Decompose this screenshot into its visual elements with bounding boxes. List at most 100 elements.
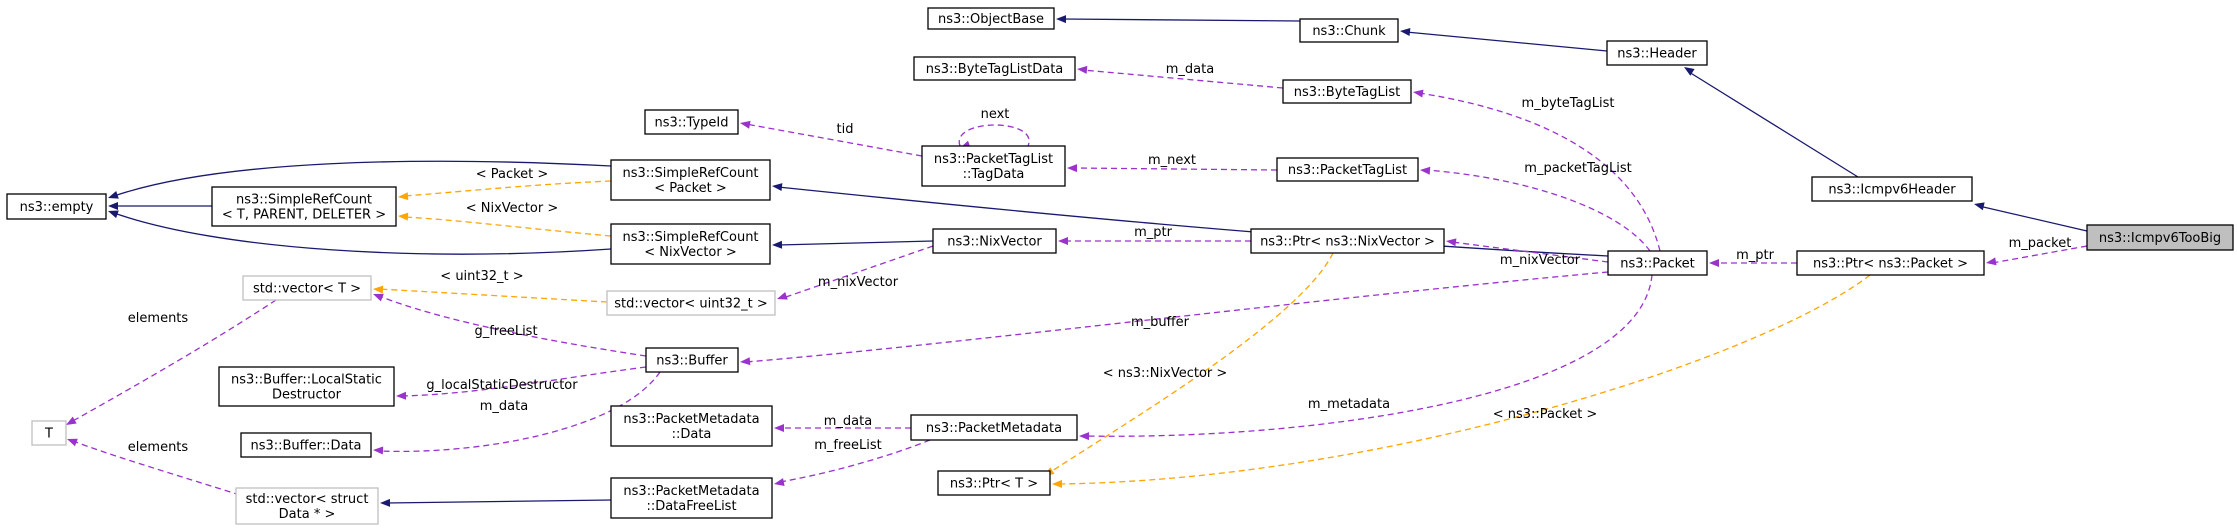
nodes-layer: ns3::ObjectBasens3::Chunkns3::Headerns3:… <box>6 7 2234 525</box>
node-label: ns3::ByteTagListData <box>926 62 1064 77</box>
node-empty[interactable]: ns3::empty <box>6 193 107 220</box>
arrowhead <box>108 210 119 219</box>
node-packet[interactable]: ns3::Packet <box>1607 250 1708 276</box>
node-simple-ref-count-packet[interactable]: ns3::SimpleRefCount< Packet > <box>610 159 771 201</box>
node-packet-metadata-data[interactable]: ns3::PacketMetadata::Data <box>610 405 773 447</box>
edge-label-stdvecstruct-t: elements <box>128 440 189 455</box>
arrowhead <box>1684 67 1695 76</box>
node-buffer-data[interactable]: ns3::Buffer::Data <box>240 432 372 458</box>
edge-stdvecuint-stdvect <box>373 285 608 303</box>
arrowhead <box>1077 65 1088 74</box>
arrowhead <box>1058 237 1068 245</box>
node-object-base[interactable]: ns3::ObjectBase <box>927 7 1055 30</box>
arrowhead <box>66 416 77 425</box>
edge-label-buffer-stdvect: g_freeList <box>474 324 537 339</box>
node-label: ns3::Icmpv6Header <box>1828 183 1956 198</box>
edge-freelist-stdvecstruct <box>380 498 612 507</box>
node-byte-tag-list[interactable]: ns3::ByteTagList <box>1282 79 1412 104</box>
node-label: ns3::Ptr< ns3::NixVector > <box>1260 235 1435 250</box>
node-simple-ref-count-generic[interactable]: ns3::SimpleRefCount< T, PARENT, DELETER … <box>211 186 397 227</box>
arrowhead <box>67 438 78 447</box>
node-label: ns3::SimpleRefCount <box>622 166 758 181</box>
edge-nixvector-stdvecuint <box>777 245 934 300</box>
edge-packet-bytetaglist <box>1413 89 1661 252</box>
edge-bytetaglist-bytetaglistdata <box>1077 65 1284 89</box>
node-label: T <box>44 427 53 442</box>
edge-label-packet-bytetaglist: m_byteTagList <box>1522 96 1615 111</box>
arrowhead <box>1974 202 1985 211</box>
edge-packettaglist-tagdata <box>1067 164 1278 173</box>
edge-icmpv6toobig-ptrpacket <box>1986 245 2088 266</box>
node-ptr-nixvector[interactable]: ns3::Ptr< ns3::NixVector > <box>1250 228 1445 254</box>
arrowhead <box>772 183 783 192</box>
node-nix-vector[interactable]: ns3::NixVector <box>932 228 1057 254</box>
node-icmpv6-too-big[interactable]: ns3::Icmpv6TooBig <box>2086 224 2234 251</box>
node-packet-metadata-data-free-list[interactable]: ns3::PacketMetadata::DataFreeList <box>610 477 773 519</box>
edge-label-tagdata-typeid: tid <box>837 122 854 137</box>
arrowhead <box>380 498 391 507</box>
node-std-vector-uint32[interactable]: std::vector< uint32_t > <box>606 290 776 316</box>
edge-srcnixvector-srcgeneric <box>398 212 612 237</box>
arrowhead <box>398 212 409 221</box>
arrowhead <box>373 446 384 455</box>
node-label: ns3::Chunk <box>1312 24 1386 39</box>
node-label: ns3::SimpleRefCount <box>236 193 372 208</box>
node-packet-tag-list-tagdata[interactable]: ns3::PacketTagList::TagData <box>921 145 1066 187</box>
edge-ptrpacket-packet <box>1709 259 1797 267</box>
edge-label-icmpv6toobig-ptrpacket: m_packet <box>2009 236 2072 251</box>
node-label: ns3::Buffer <box>656 354 728 369</box>
node-type-id[interactable]: ns3::TypeId <box>644 109 739 135</box>
node-icmpv6-header[interactable]: ns3::Icmpv6Header <box>1811 176 1973 202</box>
node-label: ns3::Ptr< ns3::Packet > <box>1813 257 1968 272</box>
arrowhead <box>1400 27 1411 36</box>
arrowhead <box>774 424 784 432</box>
node-t[interactable]: T <box>31 420 67 446</box>
node-simple-ref-count-nixvector[interactable]: ns3::SimpleRefCount< NixVector > <box>610 223 771 265</box>
arrowhead <box>396 391 407 400</box>
node-label: ns3::Buffer::Data <box>250 439 361 454</box>
edge-label-tagdata-self: next <box>981 107 1010 122</box>
edge-srcpacket-empty <box>108 160 612 199</box>
edge-label-packet-buffer: m_buffer <box>1131 315 1190 330</box>
arrowhead <box>740 357 751 366</box>
node-label: ns3::ObjectBase <box>938 12 1044 27</box>
edge-srcnixvector-empty <box>108 210 612 255</box>
arrowhead <box>740 120 751 129</box>
node-label: < T, PARENT, DELETER > <box>222 208 386 223</box>
node-label: ns3::Icmpv6TooBig <box>2099 231 2221 246</box>
edge-label-stdvecuint-stdvect: < uint32_t > <box>440 269 523 284</box>
arrowhead <box>1446 238 1457 247</box>
node-packet-tag-list[interactable]: ns3::PacketTagList <box>1276 157 1419 182</box>
node-byte-tag-list-data[interactable]: ns3::ByteTagListData <box>913 56 1076 81</box>
node-ptr-packet[interactable]: ns3::Ptr< ns3::Packet > <box>1796 250 1985 276</box>
node-label: ns3::Ptr< T > <box>950 477 1038 492</box>
edge-packetmetadata-pmdata <box>774 424 911 432</box>
edge-label-bytetaglist-bytetaglistdata: m_data <box>1166 62 1214 77</box>
node-header[interactable]: ns3::Header <box>1606 40 1708 66</box>
node-label: ns3::Packet <box>1620 257 1695 272</box>
node-label: Data * > <box>279 507 336 522</box>
arrowhead <box>777 291 788 300</box>
edge-buffer-bufferdata <box>373 371 661 455</box>
node-chunk[interactable]: ns3::Chunk <box>1299 18 1399 43</box>
node-packet-metadata[interactable]: ns3::PacketMetadata <box>910 414 1078 441</box>
node-ptr-t[interactable]: ns3::Ptr< T > <box>937 470 1051 496</box>
edge-buffer-stdvect <box>373 293 647 357</box>
arrowhead <box>108 202 118 210</box>
edge-header-chunk <box>1400 27 1608 52</box>
edge-label-packettaglist-tagdata: m_next <box>1148 153 1196 168</box>
edge-nixvector-srcnixvector <box>772 240 934 249</box>
node-std-vector-t[interactable]: std::vector< T > <box>242 275 372 301</box>
node-label: < NixVector > <box>644 245 737 260</box>
edge-ptrnix-nixvector <box>1058 237 1251 245</box>
arrowhead <box>373 285 384 294</box>
edge-label-ptrnix-ptrt: < ns3::NixVector > <box>1103 366 1228 381</box>
edge-tagdata-typeid <box>740 120 923 157</box>
arrowhead <box>1079 432 1090 441</box>
node-label: std::vector< uint32_t > <box>614 297 768 312</box>
node-buffer[interactable]: ns3::Buffer <box>645 347 739 373</box>
arrowhead <box>1067 164 1078 173</box>
node-label: ns3::Buffer::LocalStatic <box>231 373 382 388</box>
